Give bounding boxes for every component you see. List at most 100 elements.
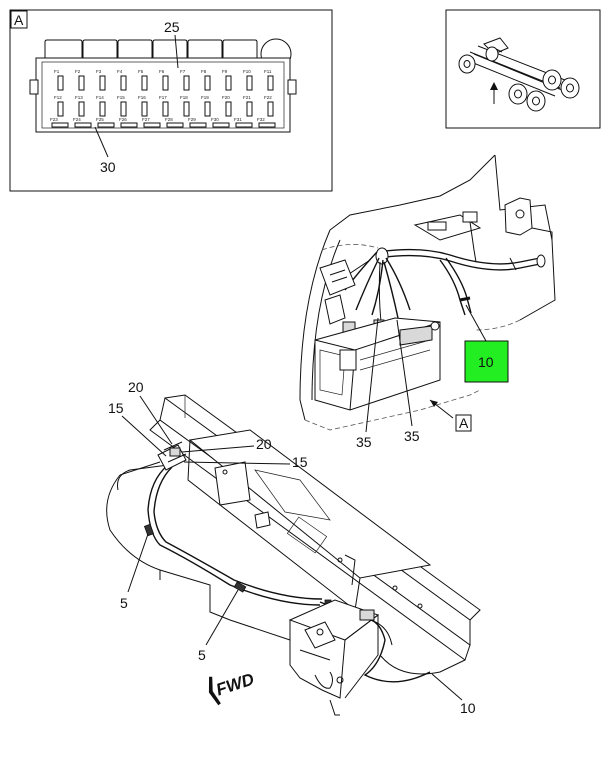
callout-20-top: 20 — [128, 379, 144, 395]
fuse-slot — [204, 101, 211, 117]
fuse-label: F32 — [257, 117, 265, 122]
fuse-slot — [120, 101, 127, 117]
fuse-label: F27 — [142, 117, 150, 122]
fuse-label: F23 — [50, 117, 58, 122]
leader-10-highlight — [465, 304, 487, 342]
fuse-label: F14 — [96, 95, 104, 100]
fuse-slot — [99, 75, 106, 91]
highlight-callout-10: 10 — [464, 304, 509, 383]
fuse-label: F6 — [159, 69, 165, 74]
fwd-label: FWD — [214, 670, 257, 700]
fuse-label: F3 — [96, 69, 102, 74]
fuse-slot — [267, 75, 274, 91]
fuse-slot — [183, 75, 190, 91]
callout-5-bottom: 5 — [198, 647, 206, 663]
locator-view — [445, 9, 601, 129]
fuse-label: F28 — [165, 117, 173, 122]
fuse-label: F30 — [211, 117, 219, 122]
maxi-fuse-slot — [74, 122, 92, 128]
leader-5-left — [127, 533, 149, 593]
detail-letter-box — [10, 10, 28, 29]
fuse-slot — [162, 101, 169, 117]
fuse-label: F17 — [159, 95, 167, 100]
fuse-label: F21 — [243, 95, 251, 100]
fuse-slot — [225, 101, 232, 117]
fuse-slot — [57, 101, 64, 117]
fuse-label: F8 — [201, 69, 207, 74]
fuse-label: F24 — [73, 117, 81, 122]
fuse-slot — [204, 75, 211, 91]
view-ref-letter: A — [459, 415, 469, 431]
fuse-slot — [78, 101, 85, 117]
callout-15-top: 15 — [108, 400, 124, 416]
detail-frame — [9, 9, 333, 192]
leader-20-mid — [181, 445, 255, 453]
fuse-label: F12 — [54, 95, 62, 100]
fwd-indicator: FWD — [208, 670, 257, 706]
fuse-label: F25 — [96, 117, 104, 122]
fuse-label: F2 — [75, 69, 81, 74]
maxi-fuse-slot — [120, 122, 138, 128]
fuse-slot — [267, 101, 274, 117]
fuse-label: F7 — [180, 69, 186, 74]
maxi-fuse-slot — [258, 122, 276, 128]
leader-5-bottom — [205, 589, 239, 646]
maxi-fuse-slot — [212, 122, 230, 128]
fuse-label: F26 — [119, 117, 127, 122]
leader-35-right — [396, 319, 413, 427]
leader-35-left — [365, 317, 379, 433]
callout-10-highlight: 10 — [478, 354, 494, 370]
fuse-slot — [141, 75, 148, 91]
maxi-fuse-slot — [166, 122, 184, 128]
callout-30: 30 — [100, 159, 116, 175]
fuse-slot — [246, 101, 253, 117]
callout-10-bottom: 10 — [460, 700, 476, 716]
callout-25: 25 — [164, 19, 180, 35]
fuse-label: F22 — [264, 95, 272, 100]
fuse-label: F16 — [138, 95, 146, 100]
leader-10-bottom — [431, 673, 463, 701]
fuse-slot — [183, 101, 190, 117]
fuse-label: F9 — [222, 69, 228, 74]
maxi-fuse-slot — [97, 122, 115, 128]
fuse-slot — [78, 75, 85, 91]
locator-frame — [445, 9, 601, 129]
upper-assembly — [299, 154, 556, 431]
lower-assembly — [106, 394, 481, 716]
view-ref-box — [455, 414, 472, 432]
leader-30 — [94, 126, 109, 158]
fuse-label: F15 — [117, 95, 125, 100]
fwd-arrow-icon — [208, 676, 221, 706]
fuse-slot — [57, 75, 64, 91]
fuse-slot — [99, 101, 106, 117]
lower-callouts: 20 15 20 15 5 5 10 — [108, 379, 476, 716]
fuse-label: F29 — [188, 117, 196, 122]
fuse-slot — [225, 75, 232, 91]
leader-25 — [174, 34, 179, 69]
callout-35-right: 35 — [404, 428, 420, 444]
fuse-slot — [162, 75, 169, 91]
fuse-label: F10 — [243, 69, 251, 74]
maxi-fuse-slot — [51, 122, 69, 128]
fuse-slot — [120, 75, 127, 91]
fuse-label: F18 — [180, 95, 188, 100]
fuse-label: F19 — [201, 95, 209, 100]
fuse-label: F4 — [117, 69, 123, 74]
leader-15-mid — [183, 461, 291, 465]
highlight-box — [464, 340, 509, 383]
fuse-label: F13 — [75, 95, 83, 100]
maxi-fuse-slot — [189, 122, 207, 128]
fuse-label: F11 — [264, 69, 272, 74]
maxi-fuse-slot — [235, 122, 253, 128]
callout-15-mid: 15 — [292, 454, 308, 470]
fuse-block-body — [35, 57, 291, 133]
fuse-label: F5 — [138, 69, 144, 74]
callout-5-left: 5 — [120, 595, 128, 611]
upper-callouts: 35 35 A — [356, 317, 472, 450]
fuse-slot — [246, 75, 253, 91]
fuse-label: F1 — [54, 69, 60, 74]
fuse-label: F31 — [234, 117, 242, 122]
